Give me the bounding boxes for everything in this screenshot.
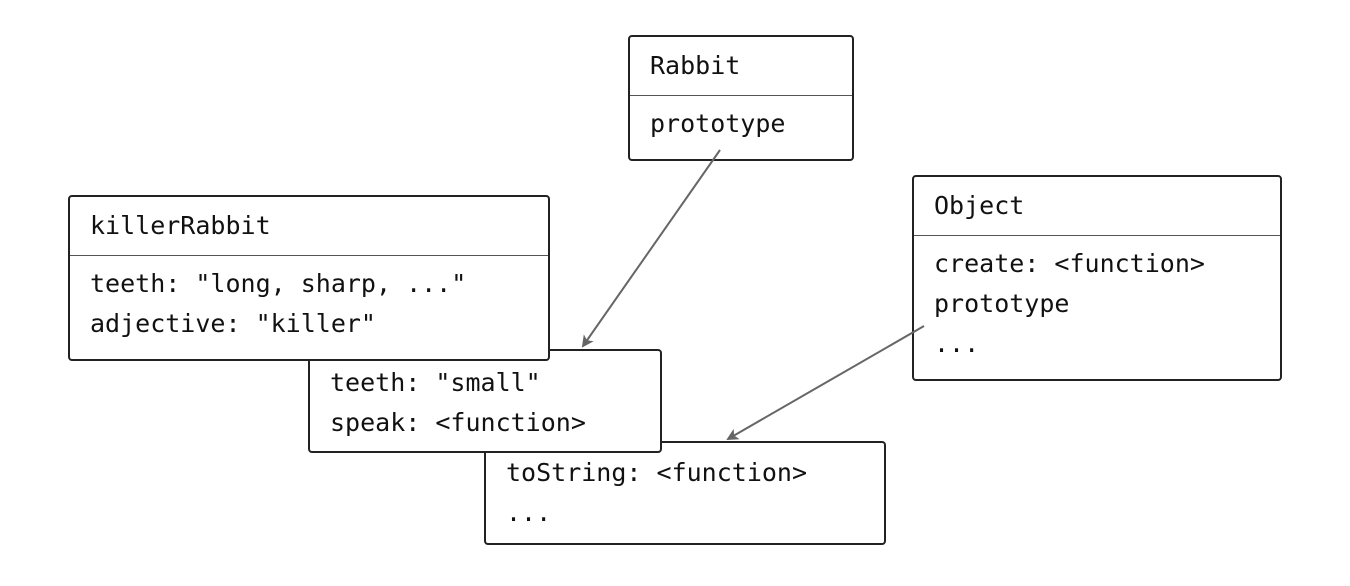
object-prototype-prop: prototype <box>934 289 1070 318</box>
killer-teeth-prop: teeth: "long, sharp, ..." <box>90 269 467 298</box>
rabbit-box: Rabbit prototype <box>628 35 854 161</box>
object-prototype-props: toString: <function> ... <box>486 443 884 533</box>
object-prototype-ellipsis-prop: ... <box>506 498 552 527</box>
rabbit-title: Rabbit <box>630 37 852 96</box>
rabbit-prototype-prop: prototype <box>650 109 786 138</box>
tostring-prop: toString: <function> <box>506 458 808 487</box>
killer-rabbit-title: killerRabbit <box>70 197 548 256</box>
killer-rabbit-props: teeth: "long, sharp, ..." adjective: "ki… <box>70 256 548 344</box>
object-ellipsis-prop: ... <box>934 329 980 358</box>
object-box: Object create: <function> prototype ... <box>912 175 1282 381</box>
rabbit-props: prototype <box>630 96 852 144</box>
killer-rabbit-box: killerRabbit teeth: "long, sharp, ..." a… <box>68 195 550 361</box>
object-title: Object <box>914 177 1280 236</box>
speak-prop: speak: <function> <box>330 408 586 437</box>
rabbit-prototype-arrow <box>581 149 721 348</box>
rabbit-prototype-props: teeth: "small" speak: <function> <box>310 351 660 443</box>
adjective-prop: adjective: "killer" <box>90 309 376 338</box>
object-prototype-box: toString: <function> ... <box>484 441 886 545</box>
proto-teeth-prop: teeth: "small" <box>330 368 541 397</box>
rabbit-prototype-box: teeth: "small" speak: <function> <box>308 349 662 453</box>
object-prototype-arrow <box>726 325 925 440</box>
object-props: create: <function> prototype ... <box>914 236 1280 364</box>
object-create-prop: create: <function> <box>934 249 1205 278</box>
